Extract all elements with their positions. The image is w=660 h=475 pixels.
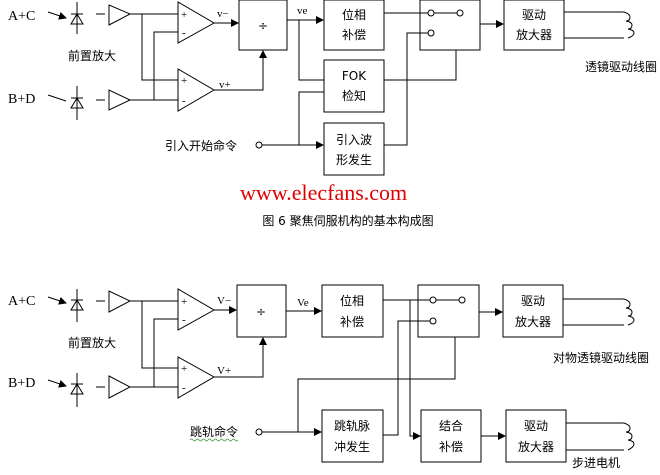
v-plus-label: V+ (217, 365, 231, 377)
switch-block (419, 0, 481, 51)
spellcheck-underline (189, 438, 239, 442)
figure-6-focus-servo: A+C B+D 前置放大 +- +- v− v+ (8, 0, 657, 228)
block-label: 检知 (342, 88, 366, 103)
phase-compensation-block (323, 0, 385, 51)
driver-amplifier-block-1 (502, 284, 564, 338)
preamp-buffer-bottom (108, 89, 132, 111)
ve-label: ve (297, 5, 308, 17)
divider-block (236, 284, 287, 338)
svg-text:-: - (182, 27, 186, 39)
combine-compensation-block (420, 409, 482, 463)
block-label: 放大器 (516, 27, 552, 42)
phase-compensation-block (321, 284, 384, 338)
start-command-label: 引入开始命令 (165, 138, 237, 153)
switch-contact (458, 296, 466, 304)
divide-symbol: ÷ (256, 305, 266, 319)
input-ac-label: A+C (8, 294, 35, 309)
jump-pulse-generator-block (321, 409, 384, 463)
block-label: 驱动 (521, 294, 545, 308)
block-label: 放大器 (515, 314, 551, 329)
v-minus-label: V− (217, 295, 231, 307)
stepper-motor-label: 步进电机 (572, 456, 620, 470)
driver-amplifier-block (503, 0, 565, 51)
input-ac-label: A+C (8, 9, 35, 24)
input-bd-label: B+D (8, 92, 35, 107)
photodiode-icon (47, 289, 84, 322)
block-label: 位相 (342, 7, 366, 22)
block-label: 结合 (439, 418, 463, 433)
coil-icon (623, 298, 635, 326)
track-jump-diagram: A+C B+D 前置放大 +- +- V− V+ (8, 284, 649, 470)
preamp-buffer-top (108, 4, 132, 26)
svg-text:+: + (181, 363, 187, 375)
block-label: 补偿 (340, 314, 364, 329)
v-minus-label: v− (217, 8, 229, 20)
svg-text:-: - (182, 95, 186, 107)
svg-text:+: + (181, 9, 187, 21)
ve-label: Ve (297, 297, 309, 309)
photodiode-icon (47, 86, 84, 120)
preamp-label: 前置放大 (68, 335, 116, 350)
block-label: 放大器 (518, 439, 554, 454)
photodiode-icon (47, 2, 84, 34)
block-label: FOK (342, 69, 367, 83)
figure-caption: 图 6 聚焦伺服机构的基本构成图 (262, 213, 433, 228)
preamp-buffer-top (108, 290, 132, 313)
switch-block (417, 284, 480, 338)
focus-detect-block (323, 59, 385, 113)
jump-command-terminal (255, 428, 263, 436)
block-label: 驱动 (522, 8, 546, 22)
switch-contact (456, 9, 464, 17)
block-label: 补偿 (439, 439, 463, 454)
divider-block (238, 0, 288, 51)
driver-amplifier-block-2 (505, 409, 567, 463)
block-label: 跳轨脉 (334, 418, 370, 433)
block-label: 引入波 (336, 133, 372, 147)
subtractor-opamp-1: +- (177, 1, 216, 44)
watermark: www.elecfans.com (240, 180, 407, 205)
coil-label: 对物透镜驱动线圈 (553, 350, 649, 365)
input-bd-label: B+D (8, 376, 35, 391)
block-label: 形发生 (336, 152, 372, 167)
coil-icon (623, 11, 635, 39)
jump-command-label: 跳轨命令 (190, 424, 238, 439)
block-label: 驱动 (524, 419, 548, 433)
svg-text:+: + (181, 75, 187, 87)
svg-text:-: - (182, 382, 186, 394)
start-command-terminal (255, 141, 263, 149)
motor-coil-icon (623, 422, 635, 451)
subtractor-opamp-2: +- (177, 356, 216, 399)
preamp-label: 前置放大 (68, 48, 116, 63)
svg-text:+: + (181, 296, 187, 308)
svg-text:-: - (182, 314, 186, 326)
block-label: 位相 (340, 293, 364, 308)
coil-label: 透镜驱动线圈 (585, 59, 657, 74)
v-plus-label: v+ (219, 79, 231, 91)
block-label: 冲发生 (334, 439, 370, 454)
waveform-generator-block (323, 122, 385, 176)
divide-symbol: ÷ (258, 19, 268, 33)
preamp-buffer-bottom (108, 375, 132, 399)
block-label: 补偿 (342, 27, 366, 42)
photodiode-icon (47, 373, 84, 407)
subtractor-opamp-2: +- (177, 68, 215, 112)
subtractor-opamp-1: +- (177, 288, 216, 331)
